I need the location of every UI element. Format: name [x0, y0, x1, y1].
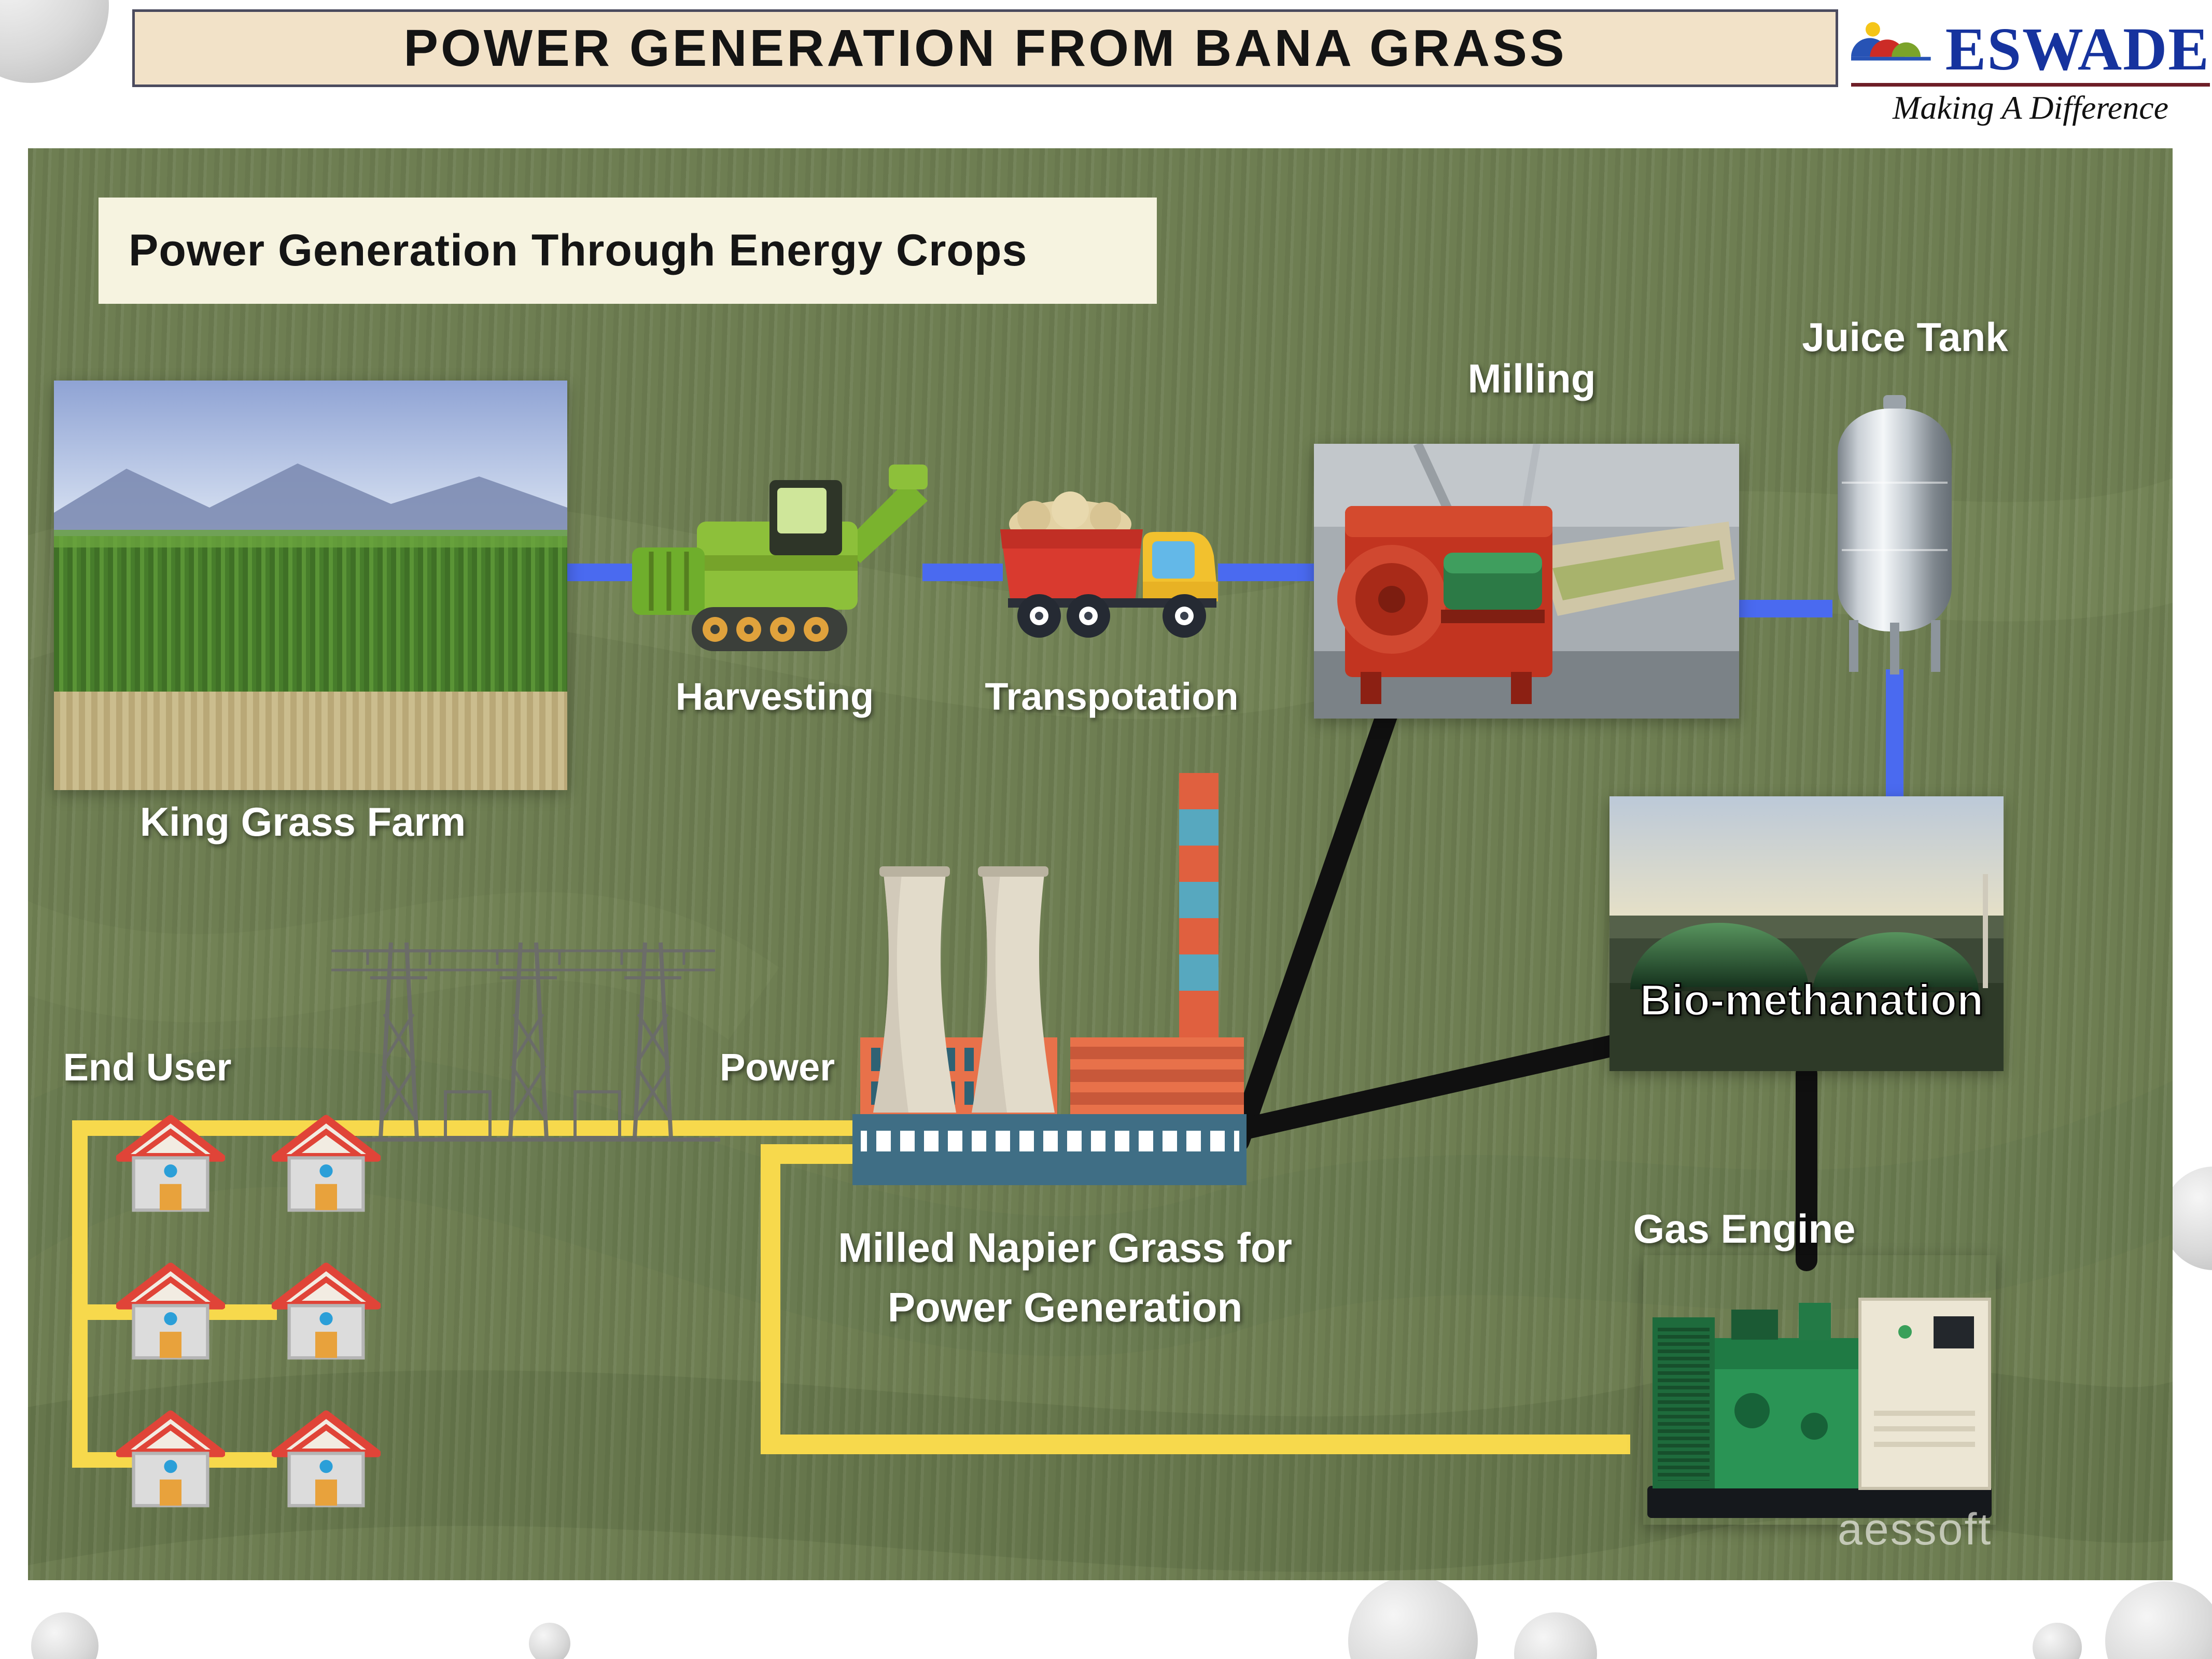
- grass-field-photo: [54, 381, 567, 790]
- steel-tank-icon: [1838, 395, 1952, 674]
- black-feed-lines: [1225, 705, 1817, 1271]
- house-icon: [272, 1260, 381, 1364]
- decor-bubble: [0, 0, 109, 83]
- house-icon: [116, 1113, 225, 1216]
- logo-tagline: Making A Difference: [1893, 89, 2168, 126]
- diagram-heading-box: Power Generation Through Energy Crops: [99, 198, 1157, 304]
- king-grass-farm-photo: [54, 381, 567, 790]
- decor-bubble: [529, 1623, 570, 1659]
- page-title: POWER GENERATION FROM BANA GRASS: [403, 19, 1567, 77]
- decor-bubble: [1514, 1612, 1597, 1659]
- harvesting-label: Harvesting: [675, 675, 874, 718]
- decor-bubble: [31, 1612, 99, 1659]
- gas-engine-photo: [1643, 1255, 1996, 1525]
- gas-generator-icon: [1647, 1298, 1992, 1518]
- milling-machine-icon: [1314, 444, 1739, 719]
- logo-text: ESWADE: [1945, 15, 2210, 83]
- house-icon: [272, 1113, 381, 1216]
- power-plant-label-line1: Milled Napier Grass for: [838, 1225, 1292, 1271]
- milling-machine-photo: [1314, 444, 1739, 719]
- transportation-label: Transpotation: [985, 675, 1239, 718]
- diagram-heading: Power Generation Through Energy Crops: [129, 226, 1028, 275]
- logo-hills-icon: [1851, 22, 1931, 61]
- decor-bubble: [2105, 1581, 2212, 1659]
- juice-tank-label: Juice Tank: [1802, 314, 2008, 360]
- slide-title-bar: POWER GENERATION FROM BANA GRASS: [132, 9, 1838, 87]
- power-plant-icon: [852, 773, 1247, 1185]
- power-plant-label-line2: Power Generation: [887, 1284, 1243, 1330]
- harvester: [619, 423, 930, 667]
- house-icon: [116, 1260, 225, 1364]
- dump-truck-icon: [1000, 491, 1218, 638]
- dump-truck: [987, 470, 1226, 656]
- harvester-icon: [632, 465, 928, 651]
- watermark: aessoft: [1838, 1505, 1993, 1554]
- connector-lines: [72, 564, 1903, 1468]
- substation-icon: [326, 942, 720, 1142]
- bio-methanation-label: Bio-methanation: [1639, 975, 1984, 1025]
- king-grass-farm-label: King Grass Farm: [139, 799, 466, 845]
- substation: [324, 910, 723, 1144]
- slide-body: Power Generation Through Energy Crops: [28, 148, 2173, 1580]
- house-icon: [272, 1408, 381, 1512]
- decor-bubble: [1348, 1576, 1478, 1659]
- gas-engine-label: Gas Engine: [1633, 1206, 1856, 1252]
- house-icon: [116, 1408, 225, 1512]
- end-user-label: End User: [63, 1046, 232, 1089]
- milling-label: Milling: [1467, 356, 1596, 401]
- juice-tank: [1822, 392, 1967, 677]
- eswade-logo: ESWADE Making A Difference: [1851, 2, 2210, 127]
- biogas-domes-icon: [1609, 796, 2004, 1071]
- bio-methanation-photo: [1609, 796, 2004, 1071]
- decor-bubble: [2033, 1623, 2082, 1659]
- chimney: [1179, 773, 1219, 1037]
- logo-rule: [1851, 83, 2210, 87]
- power-label: Power: [719, 1046, 835, 1089]
- power-plant: [852, 768, 1247, 1185]
